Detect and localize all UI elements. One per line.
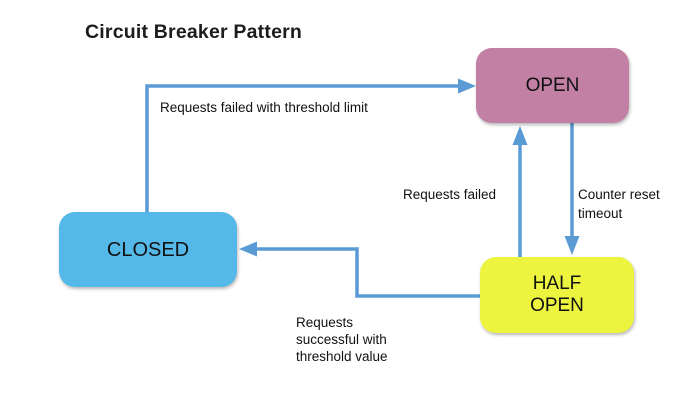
state-node-half-open: HALF OPEN [480,257,634,333]
transition-label-half-open-to-open: Requests failed [403,187,497,202]
arrow-closed-to-open [145,78,476,212]
state-label-closed: CLOSED [106,238,190,261]
transition-label-open-to-half-open-line2: timeout [578,206,623,221]
transition-label-open-to-half-open: Counter reset timeout [578,185,660,223]
state-label-open: OPEN [525,74,580,96]
transition-label-closed-to-open: Requests failed with threshold limit [160,100,368,115]
arrow-half-open-to-open [512,126,528,258]
transition-label-half-open-to-closed-line1: Requests [296,315,354,330]
diagram-title: Circuit Breaker Pattern [85,21,303,43]
state-node-closed: CLOSED [59,212,237,287]
transition-label-half-open-to-closed: Requests successful with threshold value [296,314,388,365]
transition-label-open-to-half-open-line1: Counter reset [578,187,660,202]
transition-label-half-open-to-closed-line3: threshold value [296,349,388,364]
state-node-open: OPEN [476,48,629,123]
state-label-half-open-line2: OPEN [530,295,584,316]
arrow-open-to-half-open [564,123,580,255]
state-label-half-open: HALF OPEN [530,273,584,317]
transition-label-half-open-to-closed-line2: successful with [296,332,387,347]
state-label-half-open-line1: HALF [532,273,582,294]
arrow-half-open-to-closed [239,241,481,298]
